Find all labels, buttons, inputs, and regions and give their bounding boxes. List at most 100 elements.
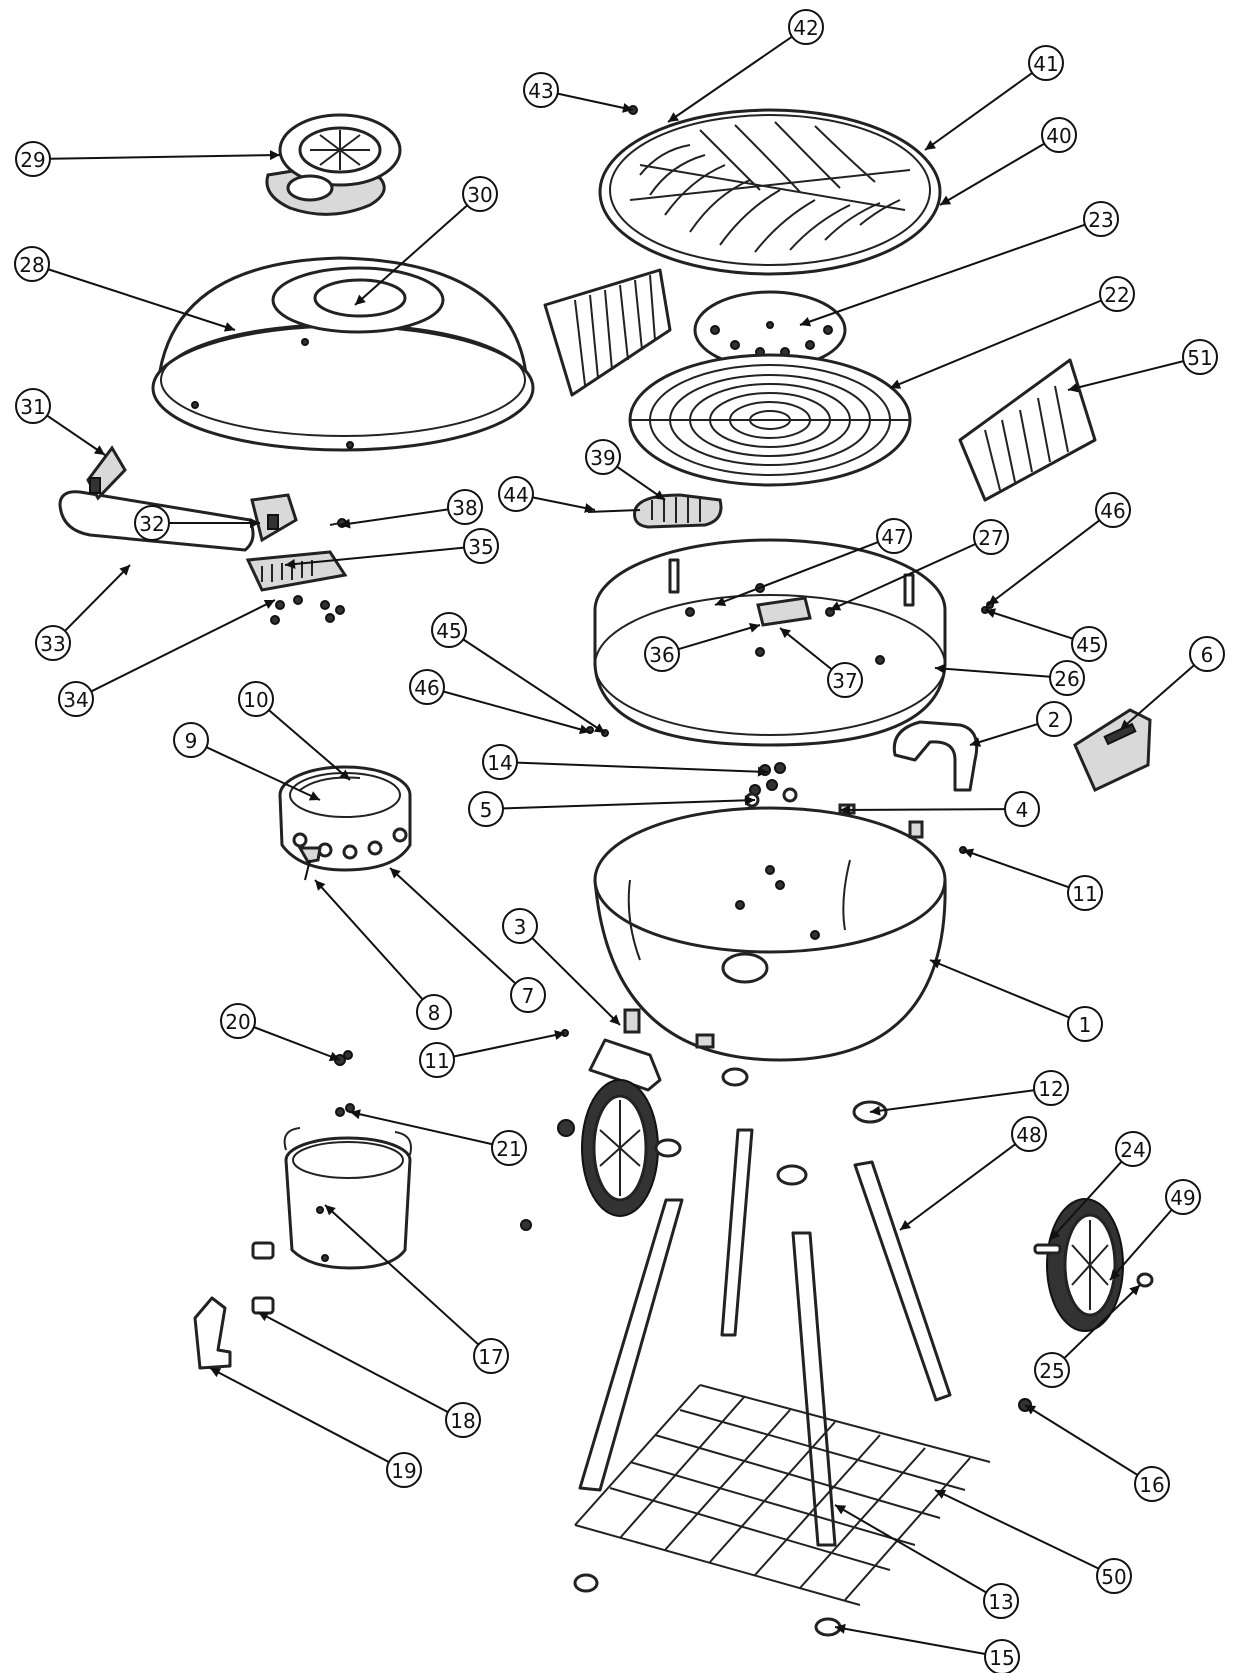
leader-arrow-5: [744, 795, 755, 806]
callout-42: 42: [788, 9, 824, 45]
callout-2: 2: [1036, 701, 1072, 737]
callout-circle: [973, 519, 1009, 555]
callout-circle: [1033, 1070, 1069, 1106]
leader-arrow-49: [1110, 1269, 1121, 1280]
callout-46: 46: [409, 669, 445, 705]
callout-number: 6: [1201, 643, 1214, 667]
leader-line-37: [779, 627, 833, 671]
leader-arrow-29: [269, 150, 280, 161]
leader-arrow-11: [963, 848, 975, 859]
callout-circle: [431, 612, 467, 648]
callout-number: 12: [1038, 1077, 1063, 1101]
callout-10: 10: [238, 681, 274, 717]
callout-number: 40: [1046, 124, 1071, 148]
callout-number: 11: [424, 1049, 449, 1073]
callout-circle: [1004, 791, 1040, 827]
leader-arrow-3: [609, 1014, 620, 1025]
callout-number: 47: [881, 525, 906, 549]
leader-line-21: [349, 1111, 493, 1146]
callout-number: 13: [988, 1590, 1013, 1614]
callout-number: 44: [503, 483, 528, 507]
callout-26: 26: [1049, 660, 1085, 696]
callout-51: 51: [1182, 339, 1218, 375]
callout-number: 27: [978, 526, 1003, 550]
callout-number: 1: [1079, 1013, 1092, 1037]
leader-line-27: [829, 543, 976, 611]
callout-number: 39: [590, 446, 615, 470]
callout-number: 51: [1187, 346, 1212, 370]
callout-50: 50: [1096, 1558, 1132, 1594]
callout-circle: [35, 625, 71, 661]
leader-line-23: [799, 223, 1086, 326]
callout-number: 46: [1100, 499, 1125, 523]
leader-line-29: [49, 154, 281, 160]
part-lid-dome: [151, 256, 535, 452]
leader-arrow-22: [890, 379, 902, 389]
callout-circle: [1096, 1558, 1132, 1594]
callout-number: 45: [1076, 633, 1101, 657]
callout-14: 14: [482, 744, 518, 780]
leader-line-22: [889, 299, 1102, 389]
leader-line-46: [443, 690, 591, 733]
callout-circle: [1049, 660, 1085, 696]
callout-circle: [1115, 1131, 1151, 1167]
callout-12: 12: [1033, 1070, 1069, 1106]
callout-circle: [502, 908, 538, 944]
callout-18: 18: [445, 1402, 481, 1438]
leader-line-11: [453, 1032, 566, 1058]
leader-arrow-2: [970, 737, 982, 747]
leader-line-50: [934, 1489, 1100, 1570]
leader-line-43: [557, 92, 634, 111]
callout-44: 44: [498, 476, 534, 512]
leader-line-30: [354, 204, 468, 306]
callout-number: 43: [528, 79, 553, 103]
callout-29: 29: [15, 141, 51, 177]
leader-arrow-41: [925, 140, 937, 150]
callout-number: 2: [1048, 708, 1061, 732]
callout-number: 30: [467, 183, 492, 207]
callout-circle: [15, 141, 51, 177]
callout-circle: [462, 176, 498, 212]
callout-number: 46: [414, 676, 439, 700]
leader-line-36: [678, 624, 761, 651]
part-vent-slide: [633, 493, 723, 529]
callout-number: 45: [436, 619, 461, 643]
callout-number: 20: [225, 1010, 250, 1034]
leader-arrow-12: [870, 1105, 881, 1116]
callout-3: 3: [502, 908, 538, 944]
callout-20: 20: [220, 1003, 256, 1039]
leader-arrow-6: [1120, 719, 1131, 730]
callout-33: 33: [35, 625, 71, 661]
part-ash-bucket: [283, 1127, 412, 1270]
callout-number: 42: [793, 16, 818, 40]
callout-circle: [416, 994, 452, 1030]
leader-arrow-24: [1050, 1229, 1061, 1240]
part-screws-20-21: [334, 1050, 355, 1117]
leader-arrow-28: [223, 322, 235, 332]
callout-13: 13: [983, 1583, 1019, 1619]
callout-number: 29: [20, 148, 45, 172]
callout-number: 48: [1016, 1123, 1041, 1147]
part-lid-handle: [58, 445, 298, 552]
part-charcoal-basket-right: [958, 358, 1097, 502]
leader-line-47: [714, 541, 879, 606]
leader-line-4: [839, 808, 1006, 811]
leader-line-34: [90, 599, 276, 693]
callout-number: 34: [63, 688, 88, 712]
callout-circle: [788, 9, 824, 45]
callout-5: 5: [468, 791, 504, 827]
callout-36: 36: [644, 636, 680, 672]
leader-arrow-50: [935, 1489, 947, 1499]
leader-arrow-45: [985, 608, 997, 618]
callout-45: 45: [431, 612, 467, 648]
leader-line-8: [314, 879, 424, 1001]
leader-line-42: [667, 35, 793, 123]
callout-8: 8: [416, 994, 452, 1030]
leader-arrow-33: [119, 565, 130, 576]
part-charcoal-basket-left: [543, 268, 672, 397]
callout-number: 16: [1139, 1473, 1164, 1497]
callout-circle: [173, 722, 209, 758]
callout-7: 7: [510, 977, 546, 1013]
callout-number: 22: [1104, 283, 1129, 307]
leader-line-24: [1049, 1160, 1123, 1241]
